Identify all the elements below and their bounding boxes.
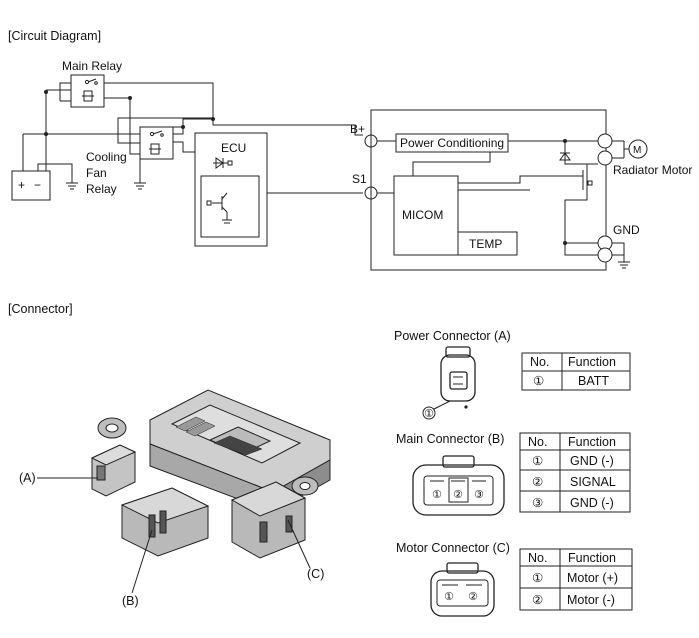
micom-label: MICOM xyxy=(402,208,443,222)
main-connector-pin-3: ③ xyxy=(474,489,484,501)
main-connector-b: Main Connector (B) ① ② ③ No. Function ① … xyxy=(396,432,631,516)
motor-table-row2-no: ② xyxy=(532,593,543,607)
fan-module-terminals: B+ S1 xyxy=(350,122,378,200)
fan-module-illustration: (A) (B) (C) xyxy=(19,389,331,608)
motor-connector-pin-1: ① xyxy=(444,591,454,603)
motor-table-header-function: Function xyxy=(568,551,616,565)
power-table-row1-function: BATT xyxy=(578,374,609,388)
motor-connector-title: Motor Connector (C) xyxy=(396,541,510,555)
main-connector-title: Main Connector (B) xyxy=(396,432,504,446)
photo-label-a: (A) xyxy=(19,471,36,485)
motor-connector-housing xyxy=(430,570,495,617)
circuit-diagram-title: [Circuit Diagram] xyxy=(8,29,101,43)
wiring xyxy=(22,82,363,194)
output-terminals: M Radiator Motor GND xyxy=(597,133,692,269)
main-connector-housing xyxy=(412,464,505,516)
connector-section-title: [Connector] xyxy=(8,302,73,316)
power-connector-pin-callout-label: ① xyxy=(424,408,434,420)
main-table-row1-no: ① xyxy=(532,454,543,468)
temp-label: TEMP xyxy=(469,237,502,251)
ecu-label: ECU xyxy=(221,141,246,155)
power-connector-housing xyxy=(440,354,476,402)
power-connector-a: Power Connector (A) ① No. Function ① BAT… xyxy=(394,329,631,420)
power-connector-table: No. Function ① BATT xyxy=(521,352,631,391)
cooling-fan-relay-label-2: Fan xyxy=(86,166,107,180)
motor-table-row2-function: Motor (-) xyxy=(567,593,615,607)
main-table-row3-function: GND (-) xyxy=(570,496,614,510)
cooling-fan-relay: Cooling Fan Relay xyxy=(86,126,174,196)
motor-symbol-m: M xyxy=(633,145,641,156)
power-connector-pin-callout xyxy=(422,406,436,420)
power-connector-title: Power Connector (A) xyxy=(394,329,511,343)
motor-table-row1-no: ① xyxy=(532,571,543,585)
circuit-diagram: Main Relay Cooling Fan Relay + − xyxy=(11,59,692,271)
motor-table-header-no: No. xyxy=(528,551,547,565)
photo-label-c: (C) xyxy=(307,567,324,581)
battery-plus: + xyxy=(18,178,25,192)
terminal-s1-label: S1 xyxy=(352,172,367,186)
main-table-row3-no: ③ xyxy=(532,496,543,510)
main-table-row1-function: GND (-) xyxy=(570,454,614,468)
ecu: ECU xyxy=(194,132,268,247)
battery-minus: − xyxy=(34,178,41,192)
terminal-b-plus-label: B+ xyxy=(350,122,365,136)
main-connector-pin-1: ① xyxy=(432,489,442,501)
power-table-header-function: Function xyxy=(568,355,616,369)
main-relay: Main Relay xyxy=(62,59,122,108)
main-table-header-no: No. xyxy=(528,435,547,449)
main-table-header-function: Function xyxy=(568,435,616,449)
gnd-label: GND xyxy=(613,223,640,237)
power-table-header-no: No. xyxy=(530,355,549,369)
fan-control-module: Power Conditioning MICOM TEMP xyxy=(370,109,607,271)
cooling-fan-relay-label-1: Cooling xyxy=(86,150,127,164)
main-relay-label: Main Relay xyxy=(62,59,122,73)
battery: + − xyxy=(11,170,51,201)
power-conditioning-label: Power Conditioning xyxy=(400,136,504,150)
main-connector-table: No. Function ① GND (-) ② SIGNAL ③ GND (-… xyxy=(519,432,631,513)
radiator-motor-label: Radiator Motor xyxy=(613,163,692,177)
main-table-row2-function: SIGNAL xyxy=(570,475,616,489)
motor-table-row1-function: Motor (+) xyxy=(567,571,618,585)
motor-connector-c: Motor Connector (C) ① ② No. Function ① M… xyxy=(396,541,633,617)
main-table-row2-no: ② xyxy=(532,475,543,489)
motor-connector-table: No. Function ① Motor (+) ② Motor (-) xyxy=(519,548,633,611)
photo-label-b: (B) xyxy=(122,594,139,608)
cooling-fan-relay-label-3: Relay xyxy=(86,182,117,196)
power-table-row1-no: ① xyxy=(533,374,544,388)
motor-connector-pin-2: ② xyxy=(468,591,478,603)
main-connector-pin-2: ② xyxy=(453,489,463,501)
